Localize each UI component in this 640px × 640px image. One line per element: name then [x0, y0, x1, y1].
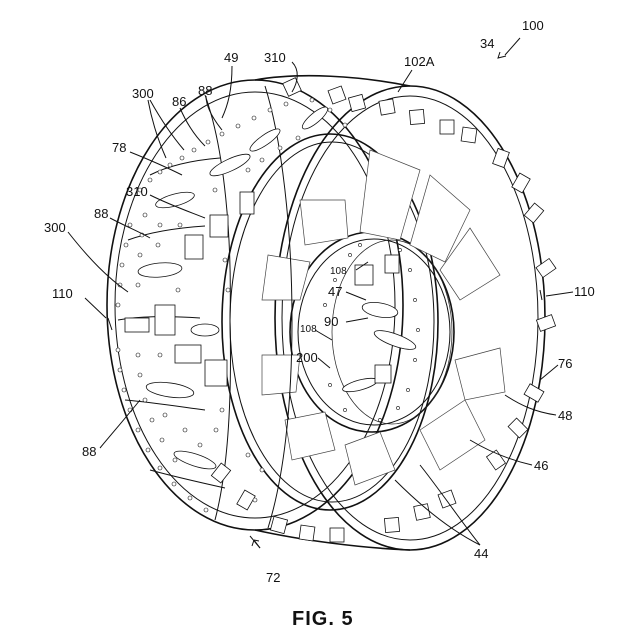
inner-hub-lip	[298, 239, 450, 425]
ref-102a: 102A	[404, 54, 435, 69]
ref-110-left: 110	[52, 286, 73, 301]
ref-72: 72	[266, 570, 280, 585]
ref-110-right: 110	[574, 284, 595, 299]
arrow-72	[252, 540, 260, 548]
ref-46: 46	[534, 458, 548, 473]
ref-310-mid: 310	[126, 184, 148, 199]
panel-joint-left	[108, 318, 112, 330]
ref-108-top: 108	[330, 266, 347, 277]
figure-caption: FIG. 5	[292, 608, 354, 630]
ref-300-mid: 300	[44, 220, 66, 235]
ref-310-top: 310	[264, 50, 286, 65]
combustor-liner-assembly	[107, 76, 556, 550]
panel-joint-right	[540, 290, 542, 300]
ref-48: 48	[558, 408, 572, 423]
ref-78: 78	[112, 140, 126, 155]
ref-90: 90	[324, 314, 338, 329]
ref-88-top: 88	[198, 83, 212, 98]
ref-49: 49	[224, 50, 238, 65]
top-silhouette	[255, 76, 410, 86]
ref-34: 34	[480, 36, 494, 51]
ref-86: 86	[172, 94, 186, 109]
ref-76: 76	[558, 356, 572, 371]
ref-200: 200	[296, 350, 318, 365]
ref-88-bottom: 88	[82, 444, 96, 459]
ref-100: 100	[522, 18, 544, 33]
ref-88-mid: 88	[94, 206, 108, 221]
ref-47: 47	[328, 284, 342, 299]
ref-108-mid: 108	[300, 324, 317, 335]
ref-44: 44	[474, 546, 488, 561]
ref-300-top: 300	[132, 86, 154, 101]
